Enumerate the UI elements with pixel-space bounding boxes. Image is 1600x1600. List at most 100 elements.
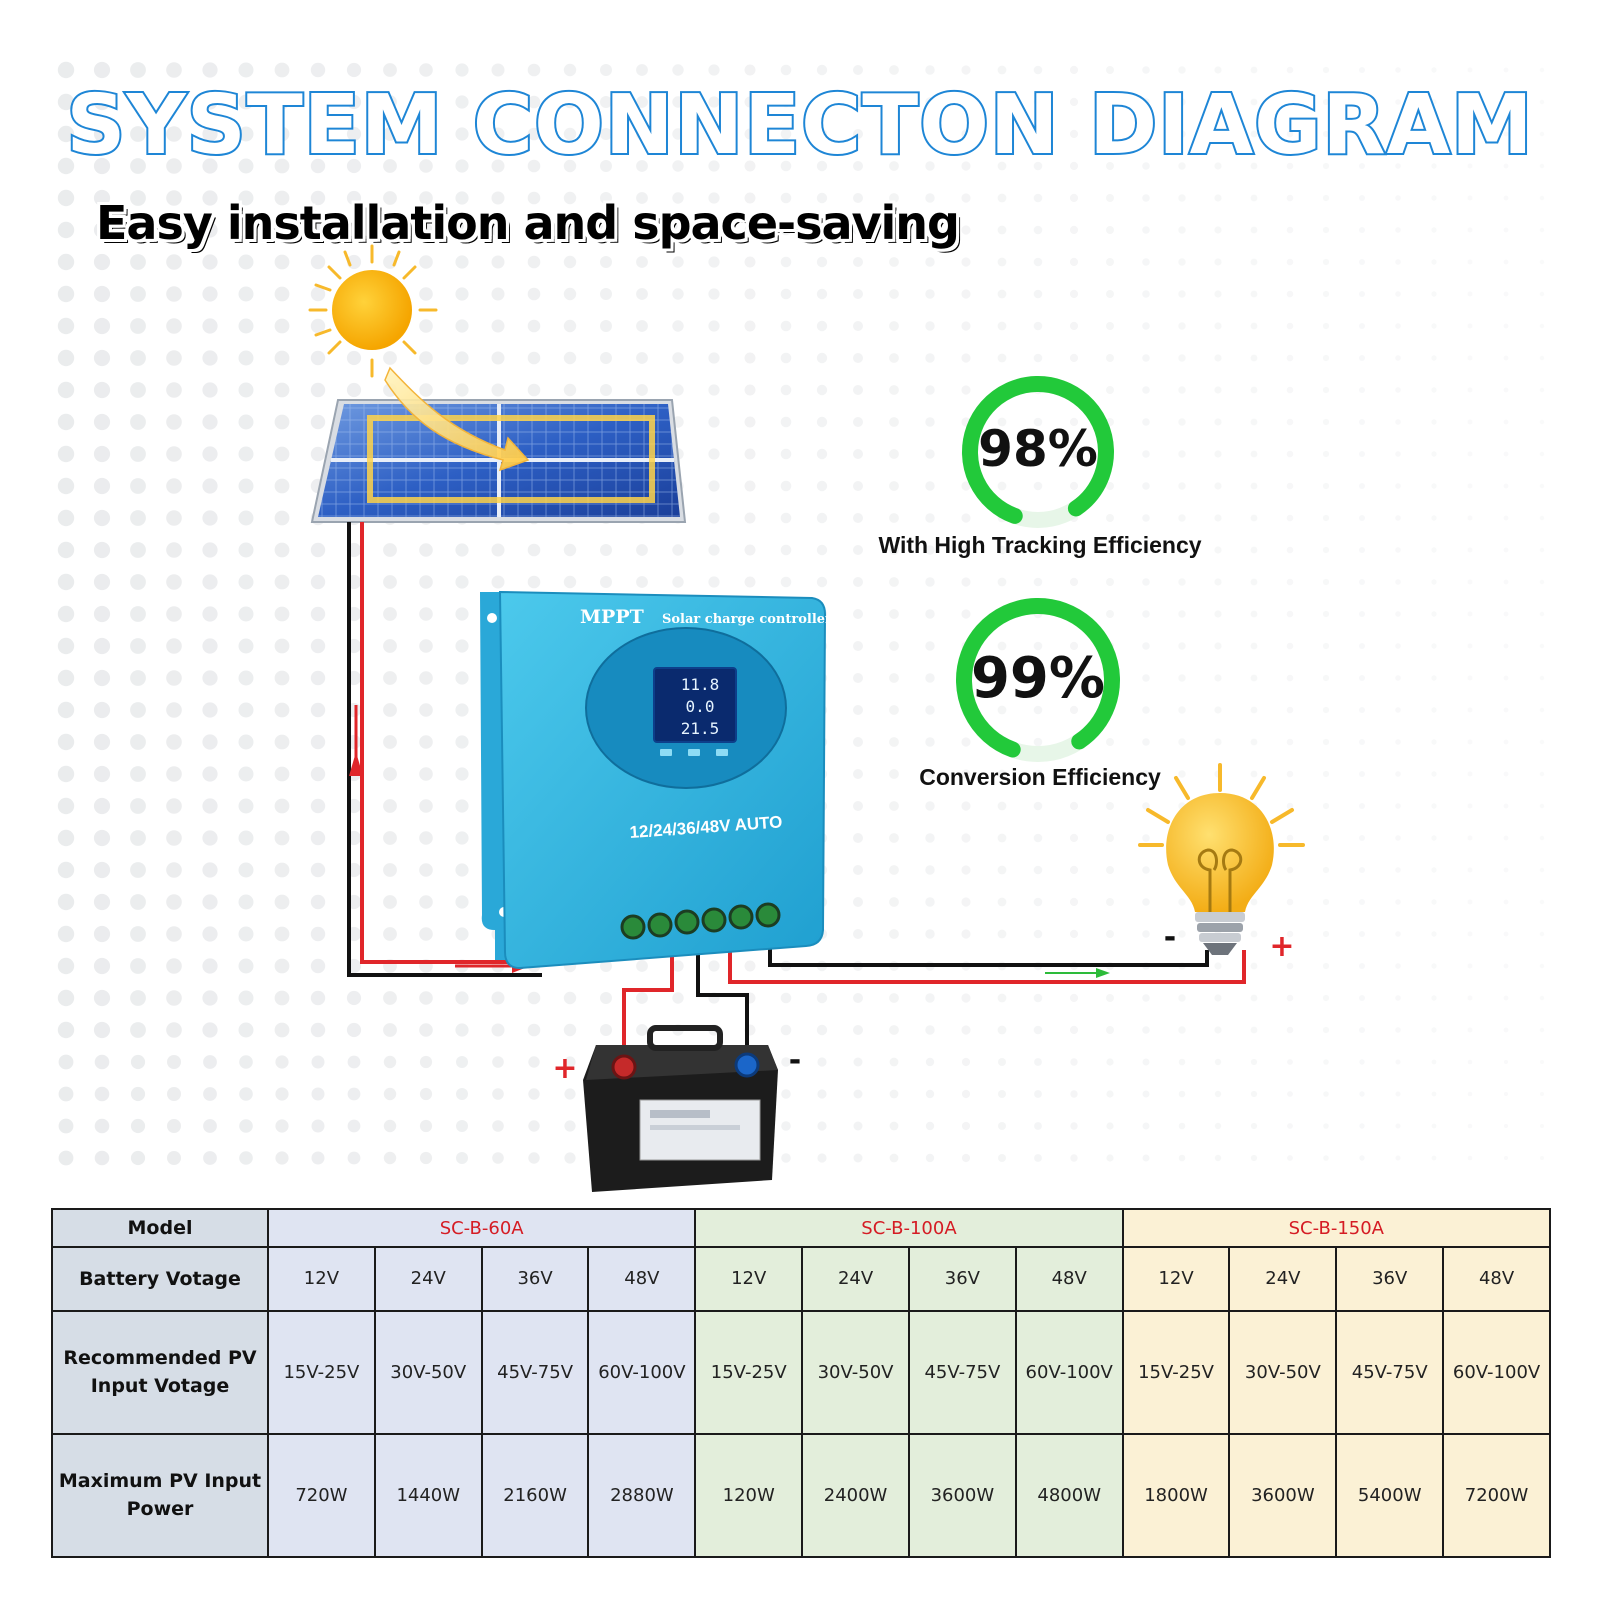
- background-dot: [708, 352, 720, 364]
- background-dot: [1178, 194, 1186, 202]
- background-dot: [1033, 289, 1043, 299]
- background-dot: [853, 289, 863, 299]
- background-dot: [456, 1120, 468, 1132]
- background-dot: [1395, 803, 1401, 809]
- background-dot: [1286, 354, 1294, 362]
- background-dot: [672, 288, 684, 300]
- background-dot: [238, 158, 254, 174]
- background-dot: [853, 705, 863, 715]
- background-dot: [1539, 131, 1545, 137]
- background-dot: [1467, 803, 1473, 809]
- background-dot: [57, 509, 75, 527]
- background-dot: [130, 670, 146, 686]
- background-dot: [166, 926, 182, 942]
- background-dot: [961, 193, 971, 203]
- background-dot: [1214, 1154, 1222, 1162]
- background-dot: [1467, 1059, 1473, 1065]
- background-dot: [780, 384, 792, 396]
- background-dot: [744, 160, 756, 172]
- background-dot: [274, 158, 290, 174]
- background-dot: [527, 383, 541, 397]
- background-dot: [1178, 994, 1186, 1002]
- background-dot: [1178, 258, 1186, 266]
- background-dot: [527, 95, 541, 109]
- background-dot: [274, 222, 290, 238]
- background-dot: [1503, 1059, 1509, 1065]
- background-dot: [491, 319, 505, 333]
- background-dot: [492, 1056, 504, 1068]
- background-dot: [419, 95, 433, 109]
- background-dot: [636, 64, 648, 76]
- background-dot: [57, 93, 75, 111]
- background-dot: [1214, 258, 1222, 266]
- background-dot: [1033, 193, 1043, 203]
- background-dot: [310, 158, 326, 174]
- background-dot: [274, 958, 290, 974]
- background-dot: [1431, 835, 1437, 841]
- background-dot: [1359, 323, 1365, 329]
- background-dot: [1214, 450, 1222, 458]
- background-dot: [238, 190, 254, 206]
- background-dot: [997, 705, 1007, 715]
- background-dot: [346, 222, 362, 238]
- background-dot: [1069, 481, 1079, 491]
- background-dot: [202, 286, 218, 302]
- background-dot: [853, 929, 863, 939]
- background-dot: [1178, 930, 1186, 938]
- background-dot: [238, 286, 254, 302]
- background-dot: [1214, 162, 1222, 170]
- spec-table: Model SC-B-60A SC-B-100A SC-B-150A Batte…: [51, 1208, 1552, 1559]
- background-dot: [1069, 929, 1079, 939]
- background-dot: [1214, 1090, 1222, 1098]
- controller-brand: MPPT: [580, 606, 644, 628]
- background-dot: [455, 767, 469, 781]
- background-dot: [93, 797, 111, 815]
- background-dot: [166, 254, 182, 270]
- background-dot: [1322, 226, 1330, 234]
- background-dot: [1250, 66, 1258, 74]
- background-dot: [1395, 355, 1401, 361]
- background-dot: [166, 510, 182, 526]
- background-dot: [528, 1056, 540, 1068]
- background-dot: [1106, 482, 1114, 490]
- background-dot: [1142, 802, 1150, 810]
- background-dot: [419, 191, 433, 205]
- background-dot: [1395, 323, 1401, 329]
- table-cell: 36V: [907, 1246, 1017, 1312]
- background-dot: [816, 224, 828, 236]
- background-dot: [1178, 578, 1186, 586]
- background-dot: [57, 893, 75, 911]
- background-dot: [1539, 1027, 1545, 1033]
- background-dot: [853, 513, 863, 523]
- background-dot: [346, 382, 362, 398]
- background-dot: [202, 382, 218, 398]
- background-dot: [1539, 355, 1545, 361]
- background-dot: [636, 96, 648, 108]
- background-dot: [853, 353, 863, 363]
- background-dot: [1431, 195, 1437, 201]
- background-dot: [563, 991, 577, 1005]
- background-dot: [672, 96, 684, 108]
- background-dot: [274, 606, 290, 622]
- background-dot: [672, 960, 684, 972]
- background-dot: [708, 224, 720, 236]
- background-dot: [310, 446, 326, 462]
- background-dot: [961, 97, 971, 107]
- background-dot: [130, 158, 146, 174]
- background-dot: [1322, 258, 1330, 266]
- background-dot: [1214, 706, 1222, 714]
- table-cell: 45V-75V: [1335, 1309, 1445, 1435]
- background-dot: [347, 1119, 361, 1133]
- background-dot: [57, 733, 75, 751]
- background-dot: [1359, 419, 1365, 425]
- background-dot: [57, 413, 75, 431]
- background-dot: [166, 702, 182, 718]
- background-dot: [925, 929, 935, 939]
- background-dot: [961, 769, 971, 779]
- background-dot: [997, 65, 1007, 75]
- background-dot: [1142, 1122, 1150, 1130]
- background-dot: [998, 1058, 1006, 1066]
- background-dot: [961, 65, 971, 75]
- background-dot: [853, 1089, 863, 1099]
- background-dot: [202, 606, 218, 622]
